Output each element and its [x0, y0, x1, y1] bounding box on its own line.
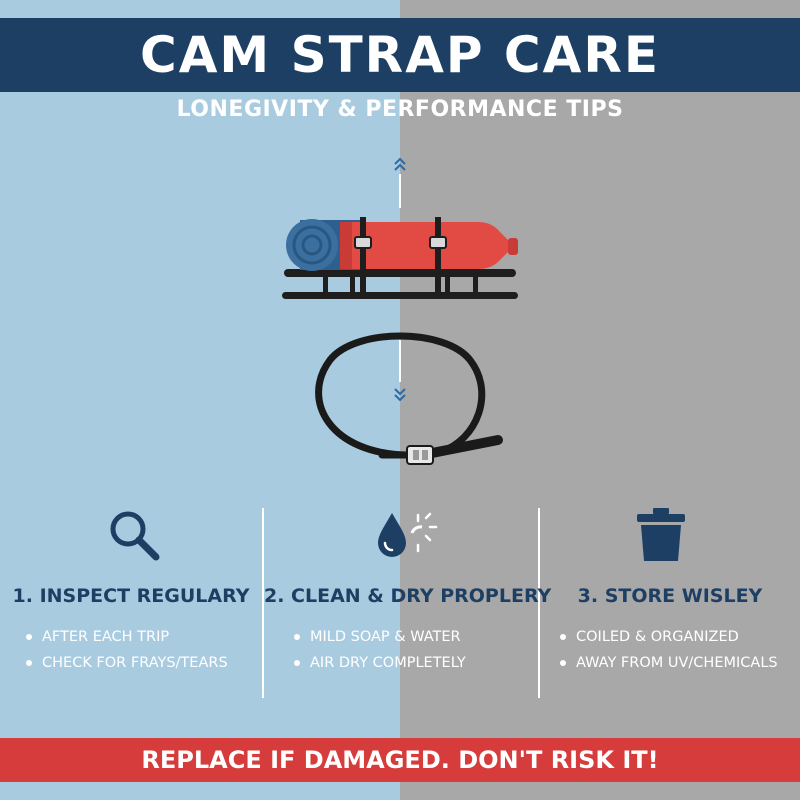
list-item: AWAY FROM UV/CHEMICALS — [558, 650, 778, 676]
trash-bin-icon — [637, 508, 685, 561]
list-item: COILED & ORGANIZED — [558, 624, 778, 650]
tip-list-inspect: AFTER EACH TRIP CHECK FOR FRAYS/TEARS — [24, 624, 228, 676]
title-banner: CAM STRAP CARE — [0, 18, 800, 92]
tip-list-store: COILED & ORGANIZED AWAY FROM UV/CHEMICAL… — [558, 624, 778, 676]
tip-heading-inspect: 1. INSPECT REGULARY — [12, 585, 250, 607]
page-subtitle: LONEGIVITY & PERFORMANCE TIPS — [176, 97, 624, 122]
tip-heading-clean: 2. CLEAN & DRY PROPLERY — [264, 585, 552, 607]
list-item: AFTER EACH TRIP — [24, 624, 228, 650]
warning-banner: REPLACE IF DAMAGED. DON'T RISK IT! — [0, 738, 800, 782]
list-item: AIR DRY COMPLETELY — [292, 650, 466, 676]
water-drop-sun-icon — [378, 512, 438, 557]
list-item: MILD SOAP & WATER — [292, 624, 466, 650]
tip-list-clean: MILD SOAP & WATER AIR DRY COMPLETELY — [292, 624, 466, 676]
column-divider-1 — [262, 508, 264, 698]
list-item: CHECK FOR FRAYS/TEARS — [24, 650, 228, 676]
page-title: CAM STRAP CARE — [140, 26, 660, 84]
magnifier-icon — [110, 511, 160, 561]
column-divider-2 — [538, 508, 540, 698]
warning-message: REPLACE IF DAMAGED. DON'T RISK IT! — [141, 746, 659, 774]
tip-heading-store: 3. STORE WISLEY — [577, 585, 763, 607]
